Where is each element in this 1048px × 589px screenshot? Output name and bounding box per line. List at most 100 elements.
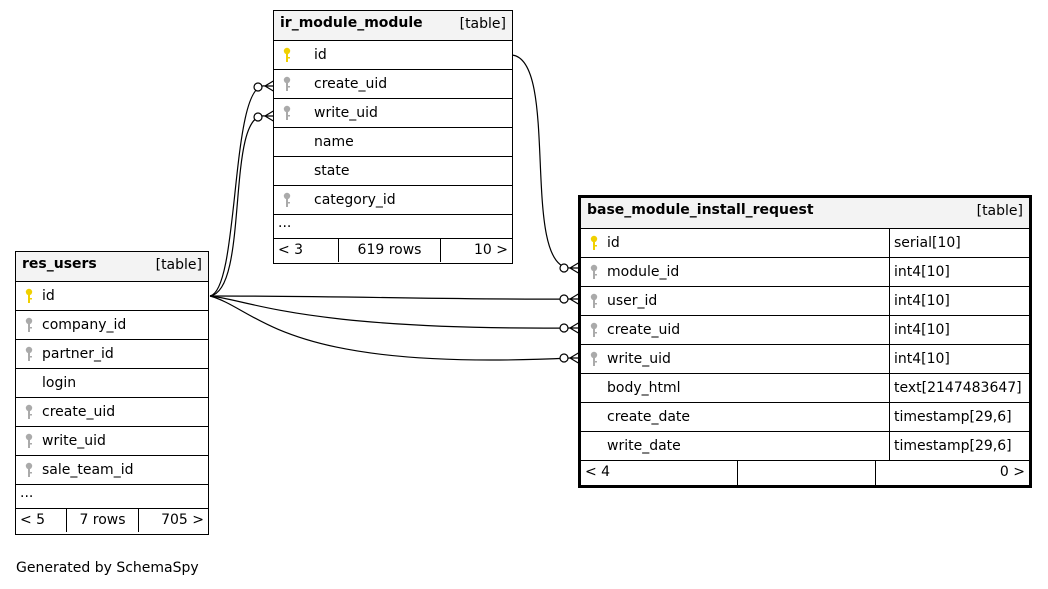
column-type: timestamp[29,6] [889, 432, 1029, 460]
table-type: [table] [459, 16, 506, 32]
parents-count[interactable]: < 5 [20, 512, 46, 528]
column-name: user_id [607, 293, 658, 309]
column-name: write_uid [42, 433, 106, 449]
ellipsis: ... [278, 215, 292, 231]
foreign-key-icon [25, 404, 33, 420]
column-row[interactable]: module_id int4[10] [581, 258, 1029, 287]
column-row[interactable]: create_uid int4[10] [581, 316, 1029, 345]
column-name: state [314, 163, 350, 179]
foreign-key-icon [25, 462, 33, 478]
column-type: int4[10] [889, 316, 1029, 344]
column-name: partner_id [42, 346, 114, 362]
column-row[interactable]: body_html text[2147483647] [581, 374, 1029, 403]
table-name: ir_module_module [280, 15, 423, 31]
row-count: 619 rows [338, 239, 440, 262]
parents-count[interactable]: < 3 [278, 242, 304, 258]
children-count[interactable]: 10 > [440, 239, 508, 262]
column-name: create_uid [42, 404, 116, 420]
table-res-users[interactable]: res_users [table] id company_id partner_… [15, 251, 209, 535]
column-type: int4[10] [889, 258, 1029, 286]
column-type: int4[10] [889, 345, 1029, 373]
column-row[interactable]: user_id int4[10] [581, 287, 1029, 316]
foreign-key-icon [25, 433, 33, 449]
column-row[interactable]: create_date timestamp[29,6] [581, 403, 1029, 432]
column-row[interactable]: write_date timestamp[29,6] [581, 432, 1029, 461]
table-footer: < 4 0 > [581, 461, 1029, 486]
table-header: res_users [table] [16, 252, 208, 282]
column-name: id [42, 288, 55, 304]
foreign-key-icon [590, 293, 598, 309]
column-row[interactable]: write_uid int4[10] [581, 345, 1029, 374]
primary-key-icon [283, 47, 291, 63]
table-header: ir_module_module [table] [274, 11, 512, 41]
foreign-key-icon [590, 264, 598, 280]
foreign-key-icon [590, 322, 598, 338]
column-row[interactable]: state [274, 157, 512, 186]
column-row[interactable]: login [16, 369, 208, 398]
column-type: int4[10] [889, 287, 1029, 315]
foreign-key-icon [283, 192, 291, 208]
parents-count[interactable]: < 4 [585, 464, 611, 480]
table-name: res_users [22, 256, 97, 272]
table-name: base_module_install_request [587, 202, 814, 218]
column-name: name [314, 134, 354, 150]
table-footer: < 5 7 rows 705 > [16, 509, 208, 532]
column-name: login [42, 375, 77, 391]
edge-base-user-id [209, 295, 571, 300]
column-name: body_html [607, 380, 681, 396]
children-count[interactable]: 705 > [138, 509, 204, 532]
table-ir-module-module[interactable]: ir_module_module [table] id create_uid w… [273, 10, 513, 264]
table-base-module-install-request[interactable]: base_module_install_request [table] id s… [578, 195, 1032, 488]
column-row[interactable]: write_uid [274, 99, 512, 128]
column-name: id [607, 235, 620, 251]
column-type: serial[10] [889, 229, 1029, 257]
column-type: text[2147483647] [889, 374, 1029, 402]
column-name: category_id [314, 192, 396, 208]
column-row[interactable]: write_uid [16, 427, 208, 456]
row-count [737, 461, 875, 486]
column-type: timestamp[29,6] [889, 403, 1029, 431]
table-footer: < 3 619 rows 10 > [274, 239, 512, 262]
column-name: write_uid [607, 351, 671, 367]
table-type: [table] [155, 257, 202, 273]
foreign-key-icon [25, 317, 33, 333]
column-name: create_date [607, 409, 691, 425]
foreign-key-icon [590, 351, 598, 367]
column-row[interactable]: create_uid [274, 70, 512, 99]
edge-ir-create-uid [209, 85, 266, 297]
row-count: 7 rows [66, 509, 138, 532]
column-name: module_id [607, 264, 680, 280]
column-name: company_id [42, 317, 127, 333]
column-name: create_uid [607, 322, 681, 338]
column-name: id [314, 47, 327, 63]
column-row[interactable]: create_uid [16, 398, 208, 427]
column-name: write_uid [314, 105, 378, 121]
foreign-key-icon [283, 105, 291, 121]
edge-base-write-uid [209, 295, 571, 361]
column-name: sale_team_id [42, 462, 134, 478]
more-columns-row[interactable]: ... [16, 485, 208, 509]
generator-credit: Generated by SchemaSpy [16, 560, 199, 576]
more-columns-row[interactable]: ... [274, 215, 512, 239]
column-row[interactable]: sale_team_id [16, 456, 208, 485]
ellipsis: ... [20, 485, 34, 501]
edge-base-create-uid [209, 295, 571, 329]
column-name: write_date [607, 438, 681, 454]
table-type: [table] [976, 203, 1023, 219]
column-name: create_uid [314, 76, 388, 92]
column-row[interactable]: name [274, 128, 512, 157]
column-row[interactable]: id [274, 41, 512, 70]
table-header: base_module_install_request [table] [581, 198, 1029, 229]
column-row[interactable]: id serial[10] [581, 229, 1029, 258]
edge-ir-write-uid [209, 115, 266, 297]
edge-base-module-id [511, 54, 571, 269]
foreign-key-icon [25, 346, 33, 362]
primary-key-icon [25, 288, 33, 304]
column-row[interactable]: id [16, 282, 208, 311]
column-row[interactable]: company_id [16, 311, 208, 340]
children-count[interactable]: 0 > [875, 461, 1025, 486]
primary-key-icon [590, 235, 598, 251]
column-row[interactable]: category_id [274, 186, 512, 215]
foreign-key-icon [283, 76, 291, 92]
column-row[interactable]: partner_id [16, 340, 208, 369]
